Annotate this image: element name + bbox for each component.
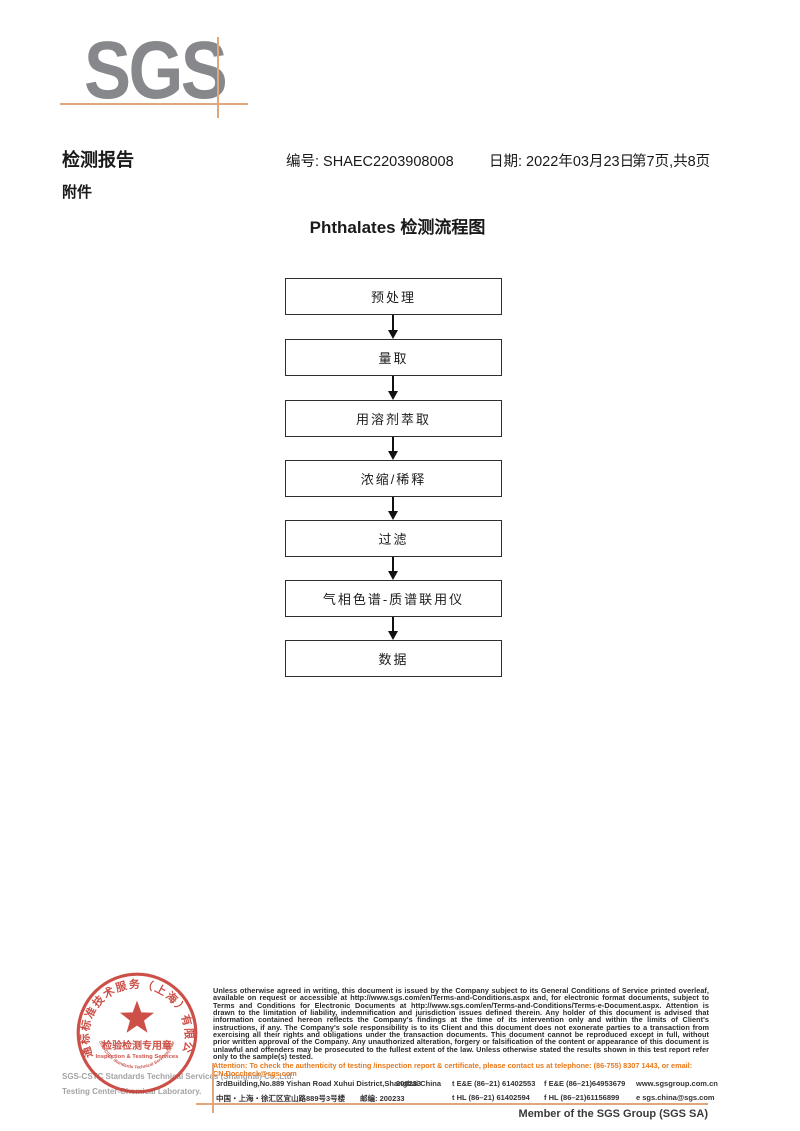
flow-step-box: 气相色谱-质谱联用仪 bbox=[285, 580, 502, 617]
legal-disclaimer-text: Unless otherwise agreed in writing, this… bbox=[213, 986, 709, 1062]
fax-ee: f E&E (86–21)64953679 bbox=[544, 1079, 626, 1088]
flow-step-box: 过滤 bbox=[285, 520, 502, 557]
stamp-circle bbox=[76, 972, 198, 1094]
fax-hl: f HL (86–21)61156899 bbox=[544, 1093, 620, 1102]
flow-arrow-icon bbox=[388, 617, 398, 640]
sgs-member-text: Member of the SGS Group (SGS SA) bbox=[518, 1108, 708, 1120]
stamp-purpose-text: 检验检测专用章 bbox=[102, 1039, 172, 1052]
stamp-star-icon bbox=[119, 1000, 155, 1033]
footer-horizontal-rule bbox=[196, 1103, 708, 1105]
address-cn: 中国・上海・徐汇区宜山路889号3号楼 bbox=[216, 1094, 346, 1103]
flow-arrow-icon bbox=[388, 437, 398, 460]
footer-vertical-rule bbox=[212, 1063, 214, 1113]
postal-code-en: 200233 bbox=[396, 1079, 422, 1088]
sgs-logo: SGS bbox=[84, 25, 228, 116]
stamp-purpose-text-en: Inspection & Testing Services bbox=[96, 1054, 180, 1060]
inspection-stamp: 通标标准技术服务（上海）有限公司 检验检测专用章 Inspection & Te… bbox=[74, 970, 198, 1094]
flow-step-box: 浓缩/稀释 bbox=[285, 460, 502, 497]
attachment-label: 附件 bbox=[62, 184, 93, 201]
email-address: e sgs.china@sgs.com bbox=[636, 1093, 715, 1102]
flow-arrow-icon bbox=[388, 557, 398, 580]
flow-arrow-icon bbox=[388, 497, 398, 520]
attention-notice: Attention: To check the authenticity of … bbox=[213, 1061, 693, 1078]
website-url: www.sgsgroup.com.cn bbox=[636, 1079, 718, 1088]
postal-code-cn: 邮编: 200233 bbox=[360, 1094, 405, 1103]
flow-step-box: 预处理 bbox=[285, 278, 502, 315]
flow-step-box: 数据 bbox=[285, 640, 502, 677]
logo-vertical-rule bbox=[217, 37, 219, 118]
report-date: 日期: 2022年03月23日 bbox=[489, 154, 635, 170]
address-en: 3rdBuilding,No.889 Yishan Road Xuhui Dis… bbox=[216, 1079, 442, 1088]
page-indicator: 第7页,共8页 bbox=[632, 154, 711, 170]
report-title: 检测报告 bbox=[62, 150, 134, 170]
phone-hl: t HL (86–21) 61402594 bbox=[452, 1093, 530, 1102]
flowchart-title: Phthalates 检测流程图 bbox=[309, 218, 486, 237]
phone-ee: t E&E (86–21) 61402553 bbox=[452, 1079, 536, 1088]
flow-step-box: 用溶剂萃取 bbox=[285, 400, 502, 437]
flow-step-box: 量取 bbox=[285, 339, 502, 376]
flow-arrow-icon bbox=[388, 376, 398, 400]
report-number: 编号: SHAEC2203908008 bbox=[286, 154, 454, 170]
flow-arrow-icon bbox=[388, 315, 398, 339]
logo-horizontal-rule bbox=[60, 103, 248, 105]
